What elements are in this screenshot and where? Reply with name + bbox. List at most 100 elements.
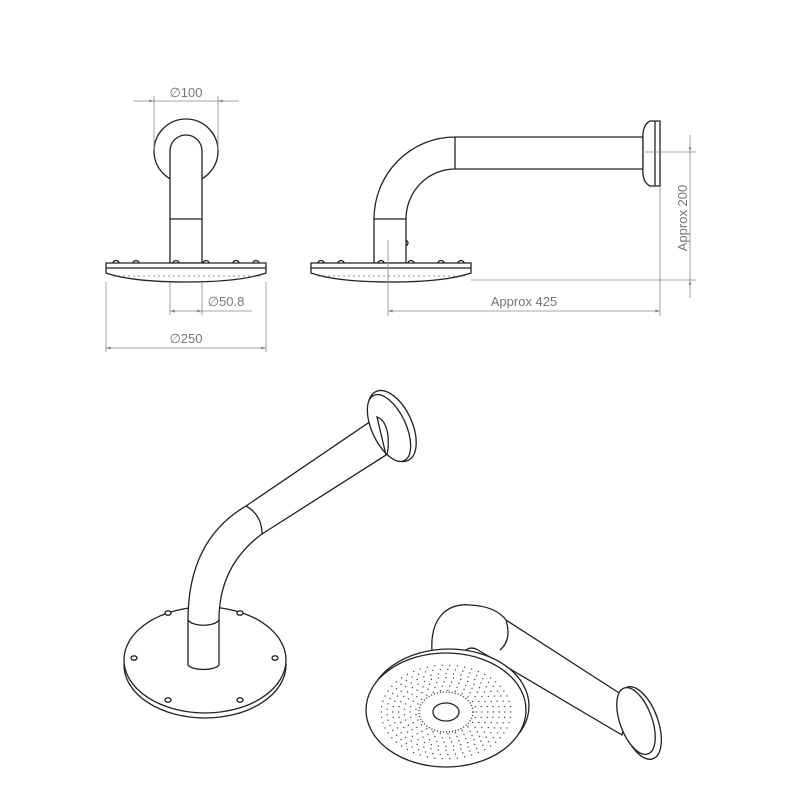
spray-hole	[343, 275, 345, 277]
screw	[236, 697, 244, 703]
spray-hole	[490, 721, 492, 724]
spray-hole	[410, 716, 412, 719]
spray-hole	[389, 697, 391, 700]
isometric-view-top	[123, 389, 417, 719]
spray-hole	[387, 732, 389, 734]
spray-hole	[208, 275, 210, 277]
spray-hole	[223, 275, 225, 277]
spray-hole	[492, 685, 495, 688]
spray-hole	[417, 749, 420, 751]
spray-hole	[382, 700, 384, 702]
screw	[164, 697, 172, 703]
iso2-shower-head-face	[365, 652, 527, 768]
spray-hole	[402, 726, 405, 729]
spray-hole	[410, 682, 412, 684]
spray-hole	[430, 743, 433, 746]
spray-hole	[143, 275, 145, 277]
spray-hole	[498, 705, 500, 708]
spray-hole	[387, 690, 389, 692]
nozzle-bump	[132, 259, 140, 264]
spray-hole	[400, 732, 402, 734]
spray-hole	[470, 668, 473, 670]
spray-hole	[463, 688, 465, 691]
spray-hole	[384, 727, 386, 729]
spray-hole	[400, 677, 403, 679]
spray-hole	[478, 700, 480, 703]
spray-hole	[398, 705, 400, 708]
nozzle-bump	[407, 259, 415, 264]
spray-hole	[420, 724, 423, 726]
spray-hole	[395, 688, 398, 690]
spray-hole	[502, 722, 504, 724]
spray-hole	[509, 705, 512, 708]
spray-hole	[118, 275, 120, 277]
spray-hole	[123, 275, 125, 277]
spray-hole	[466, 680, 469, 683]
spray-hole	[452, 745, 455, 747]
spray-hole	[421, 730, 423, 733]
spray-hole	[460, 748, 462, 750]
spray-hole	[508, 700, 510, 702]
spray-hole	[418, 275, 420, 277]
spray-hole	[447, 689, 449, 691]
spray-hole	[439, 668, 442, 671]
spray-hole	[432, 691, 434, 693]
spray-hole	[496, 722, 498, 724]
spray-hole	[445, 676, 447, 679]
spray-hole	[463, 733, 465, 736]
spray-hole	[448, 275, 450, 277]
spray-hole	[412, 721, 414, 724]
spray-hole	[445, 749, 447, 752]
spray-hole	[238, 275, 240, 277]
spray-hole	[428, 275, 430, 277]
spray-hole	[436, 681, 438, 684]
spray-hole	[447, 753, 449, 756]
spray-hole	[492, 711, 495, 713]
spray-hole	[391, 737, 393, 739]
spray-hole	[383, 275, 385, 277]
spray-hole	[506, 695, 508, 697]
spray-hole	[413, 275, 415, 277]
spray-hole	[403, 714, 406, 716]
spray-hole	[405, 742, 408, 745]
spray-hole	[396, 727, 399, 729]
spray-hole	[426, 666, 429, 668]
spray-hole	[173, 275, 175, 277]
spray-hole	[388, 275, 390, 277]
spray-hole	[416, 696, 418, 698]
spray-hole	[477, 670, 480, 673]
spray-hole	[432, 731, 434, 733]
front-view	[105, 118, 267, 283]
side-wall-flange	[642, 120, 661, 187]
spray-hole	[253, 275, 255, 277]
spray-hole	[493, 695, 496, 697]
spray-hole	[412, 751, 415, 754]
spray-hole	[496, 700, 498, 702]
spray-hole	[493, 727, 496, 729]
spray-hole	[445, 745, 447, 748]
spray-hole	[496, 732, 499, 734]
spray-hole	[487, 711, 489, 713]
spray-hole	[333, 275, 335, 277]
spray-hole	[423, 746, 425, 748]
spray-hole	[480, 682, 482, 684]
spray-hole	[503, 690, 505, 692]
spray-hole	[509, 716, 512, 719]
spray-hole	[133, 275, 135, 277]
iso2-center-nozzle	[432, 702, 460, 722]
spray-hole	[482, 677, 484, 680]
spray-hole	[411, 746, 413, 748]
nozzle-bump	[337, 259, 345, 264]
spray-hole	[481, 726, 483, 729]
spray-hole	[483, 691, 486, 693]
spray-hole	[486, 716, 488, 719]
spray-hole	[405, 703, 407, 705]
spray-hole	[392, 729, 394, 732]
spray-hole	[456, 665, 458, 667]
spray-hole	[485, 736, 487, 738]
spray-hole	[496, 690, 499, 692]
spray-hole	[434, 686, 436, 688]
spray-hole	[417, 683, 419, 685]
spray-hole	[394, 722, 396, 724]
spray-hole	[458, 682, 460, 685]
